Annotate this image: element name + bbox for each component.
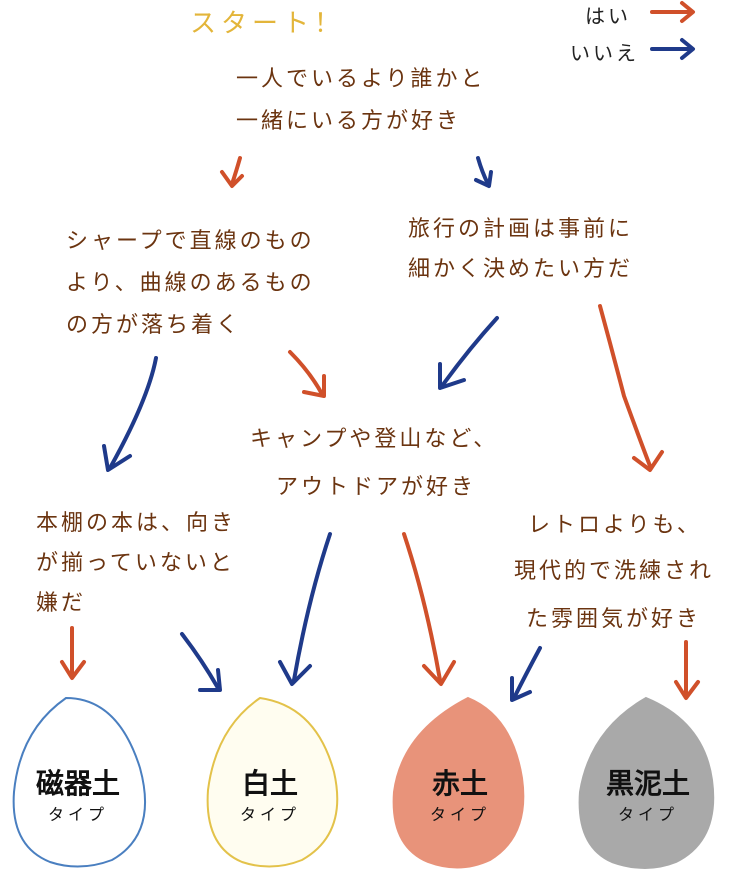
arrow-q4-no bbox=[278, 532, 332, 686]
arrow-q4-yes bbox=[402, 532, 456, 686]
legend-yes-label: はい bbox=[585, 4, 631, 28]
arrow-q5-yes bbox=[60, 626, 86, 680]
result-blob-porcelain bbox=[12, 696, 147, 868]
arrow-q5-no bbox=[180, 632, 222, 692]
question-2-line-3: の方が落ち着く bbox=[66, 313, 242, 338]
arrow-q6-no bbox=[510, 646, 542, 702]
question-4-line-1: キャンプや登山など、 bbox=[250, 427, 499, 452]
result-blob-black-clay bbox=[578, 696, 715, 869]
question-5-line-2: が揃っていないと bbox=[36, 551, 235, 576]
question-5-line-1: 本棚の本は、向き bbox=[36, 511, 237, 536]
arrow-q6-yes bbox=[674, 640, 700, 700]
result-red-clay-title: 赤土 bbox=[431, 767, 488, 800]
question-5-line-3: 嫌だ bbox=[36, 591, 87, 616]
result-blobs bbox=[12, 696, 715, 869]
result-black-clay-title: 黒泥土 bbox=[605, 767, 690, 800]
arrow-q3-no bbox=[438, 316, 499, 390]
question-6-line-1: レトロよりも、 bbox=[528, 513, 702, 538]
result-porcelain-sub: タイプ bbox=[47, 805, 108, 824]
question-1-line-1: 一人でいるより誰かと bbox=[236, 67, 486, 92]
question-2-line-1: シャープで直線のもの bbox=[66, 229, 315, 254]
question-6-line-3: た雰囲気が好き bbox=[526, 607, 702, 632]
result-red-clay-sub: タイプ bbox=[429, 805, 490, 824]
question-2-line-2: より、曲線のあるもの bbox=[66, 271, 315, 296]
question-4-line-2: アウトドアが好き bbox=[276, 475, 477, 500]
legend-yes-arrow bbox=[650, 1, 695, 23]
result-white-clay-sub: タイプ bbox=[239, 805, 300, 824]
result-white-clay-title: 白土 bbox=[241, 767, 298, 800]
result-blob-white-clay bbox=[206, 696, 339, 868]
result-blob-red-clay bbox=[392, 696, 525, 869]
question-3-line-1: 旅行の計画は事前に bbox=[408, 217, 634, 242]
legend-no-arrow bbox=[650, 38, 695, 60]
result-porcelain-title: 磁器土 bbox=[35, 767, 120, 800]
result-black-clay-sub: タイプ bbox=[617, 805, 678, 824]
arrow-q1-yes bbox=[220, 156, 244, 188]
arrow-q2-no bbox=[102, 356, 158, 472]
arrow-q3-yes bbox=[598, 304, 664, 472]
question-1-line-2: 一緒にいる方が好き bbox=[236, 109, 462, 134]
legend-no-label: いいえ bbox=[570, 41, 639, 65]
question-3-line-2: 細かく決めたい方だ bbox=[408, 257, 634, 282]
arrow-q2-yes bbox=[288, 350, 326, 398]
start-label: スタート！ bbox=[190, 9, 346, 39]
arrow-q1-no bbox=[474, 156, 493, 188]
question-6-line-2: 現代的で洗練され bbox=[514, 559, 715, 584]
